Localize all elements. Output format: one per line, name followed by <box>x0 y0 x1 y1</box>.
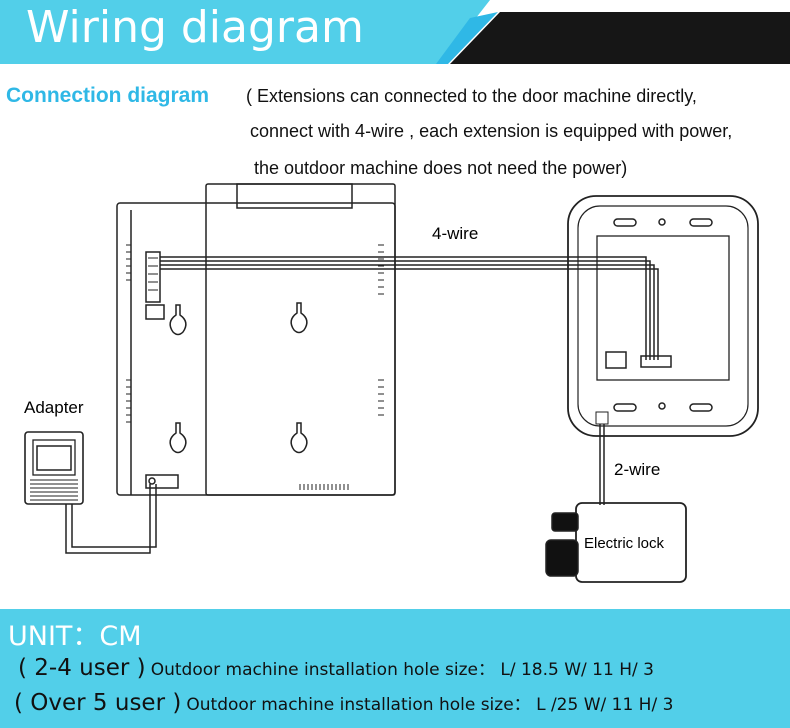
indoor-monitor <box>116 183 396 496</box>
unit-row-1-text: Outdoor machine installation hole size： … <box>150 660 654 680</box>
unit-section <box>0 609 790 728</box>
banner-blue-panel <box>0 0 490 64</box>
two-wire-pair <box>595 411 609 505</box>
unit-row-2-text: Outdoor machine installation hole size： … <box>186 695 674 715</box>
keyhole-slot <box>169 304 187 336</box>
four-wire-bundle <box>160 256 659 360</box>
electric-lock-label: Electric lock <box>584 535 665 552</box>
keyhole-slot <box>169 422 187 454</box>
unit-row-2-4-user: ( 2-4 user ) Outdoor machine installatio… <box>18 655 654 681</box>
keyhole-slot <box>290 302 308 334</box>
four-wire-label: 4-wire <box>432 224 479 243</box>
connection-note-line-1: ( Extensions can connected to the door m… <box>246 86 697 106</box>
power-adapter <box>24 431 84 505</box>
banner-accent-sliver <box>436 12 498 64</box>
header-banner <box>0 0 790 64</box>
unit-row-2-prefix: ( Over 5 user ) <box>14 690 182 716</box>
unit-row-over-5-user: ( Over 5 user ) Outdoor machine installa… <box>14 690 673 716</box>
keyhole-slot <box>290 422 308 454</box>
adapter-label: Adapter <box>24 398 84 417</box>
unit-row-1-prefix: ( 2-4 user ) <box>18 655 146 681</box>
page-title: Wiring diagram <box>26 2 364 53</box>
connection-note-line-3: the outdoor machine does not need the po… <box>254 158 628 178</box>
banner-dark-panel <box>450 12 790 64</box>
adapter-cable <box>65 484 157 554</box>
connection-note-line-2: connect with 4-wire , each extension is … <box>250 121 733 141</box>
wiring-diagram <box>24 183 759 583</box>
two-wire-label: 2-wire <box>614 460 661 479</box>
connection-heading: Connection diagram <box>6 84 210 107</box>
electric-lock <box>545 502 687 583</box>
unit-title: UNIT：CM <box>8 621 142 652</box>
outdoor-machine <box>567 195 759 437</box>
